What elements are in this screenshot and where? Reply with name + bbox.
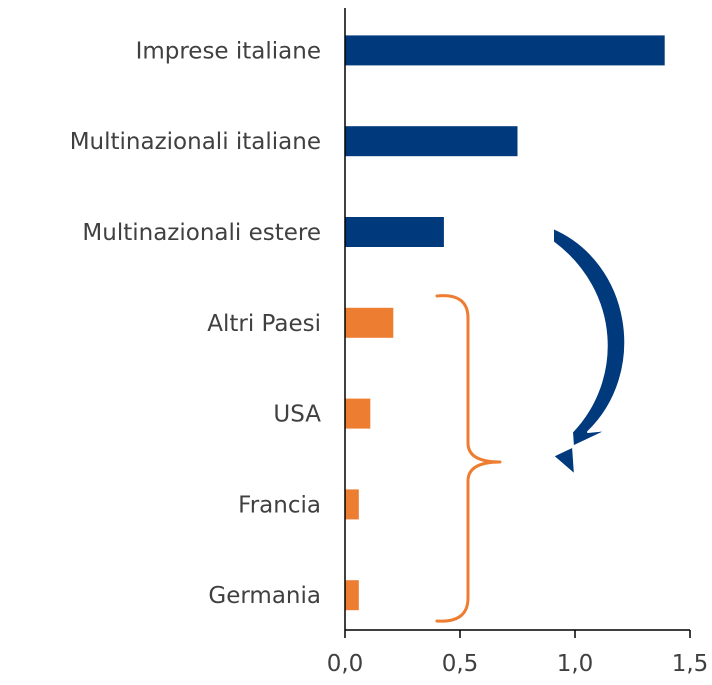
x-tick-label-0: 0,0 [327, 651, 364, 677]
category-label-0: Imprese italiane [136, 38, 321, 64]
orange-brace [435, 294, 502, 623]
category-label-2: Multinazionali estere [82, 220, 321, 246]
bar-6 [345, 580, 359, 611]
bar-1 [345, 126, 518, 157]
bar-3 [345, 307, 394, 338]
category-label-5: Francia [238, 492, 321, 518]
x-tick-label-2: 1,0 [557, 651, 594, 677]
bar-0 [345, 35, 665, 66]
curved-arrow-icon [552, 227, 627, 476]
bar-4 [345, 398, 371, 429]
annotations [435, 227, 627, 623]
bars-layer [345, 35, 665, 611]
category-label-3: Altri Paesi [207, 311, 321, 337]
x-tick-label-3: 1,5 [672, 651, 709, 677]
axes: 0,0 0,5 1,0 1,5 [327, 8, 709, 677]
category-label-1: Multinazionali italiane [70, 129, 321, 155]
category-label-4: USA [273, 402, 321, 428]
bar-5 [345, 489, 359, 520]
bar-2 [345, 217, 444, 247]
x-tick-label-1: 0,5 [442, 651, 479, 677]
category-label-6: Germania [208, 583, 321, 609]
